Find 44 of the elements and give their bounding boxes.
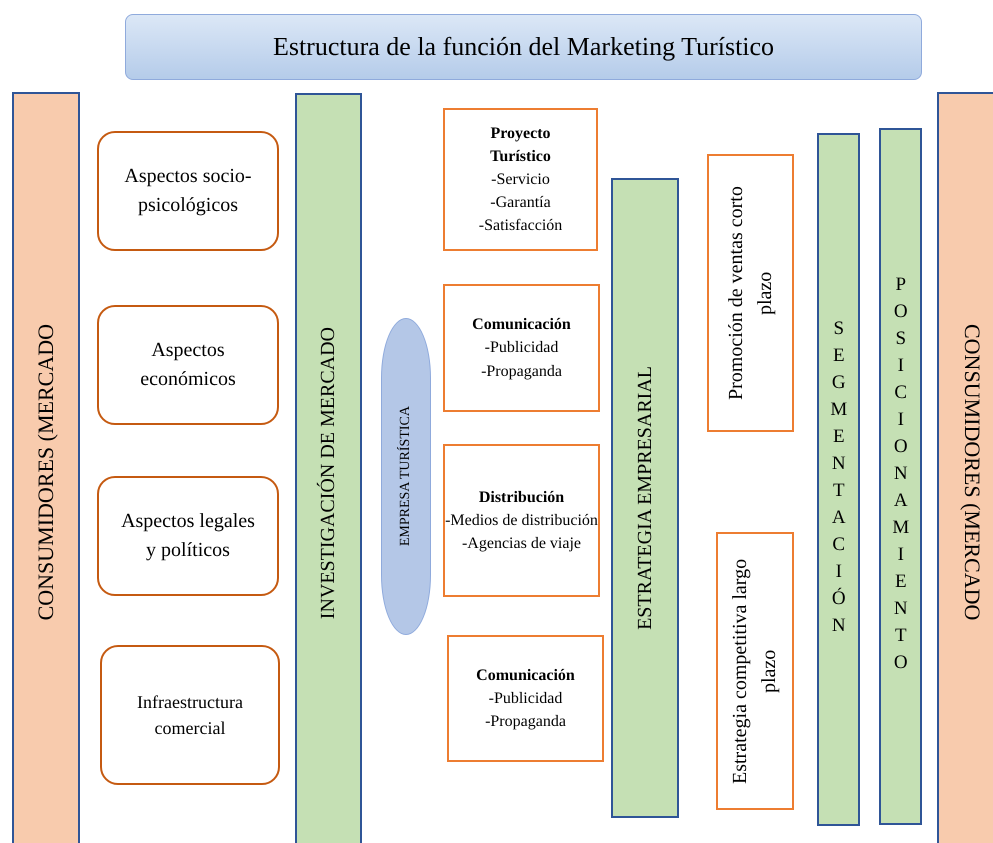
- list-item: -Servicio: [491, 170, 550, 190]
- aspect-box: [97, 476, 279, 596]
- box-label: Aspectos legales y políticos: [120, 509, 256, 563]
- list-item: -Publicidad: [484, 338, 558, 358]
- box-heading: Proyecto Turístico: [489, 124, 552, 167]
- box-heading: Comunicación: [475, 666, 576, 686]
- box-label: Promoción de ventas corto plazo: [724, 185, 776, 402]
- box-label: CONSUMIDORES (MERCADO: [958, 324, 986, 620]
- strategy-column: [817, 133, 860, 826]
- box-heading: Comunicación: [471, 315, 572, 336]
- strategy-column: [295, 93, 362, 843]
- list-item: -Garantía: [490, 193, 551, 214]
- strategy-box: [716, 532, 794, 810]
- list-item: -Propaganda: [481, 362, 562, 382]
- box-label: Estrategia competitiva largo plazo: [728, 557, 781, 786]
- aspect-box: [97, 305, 279, 425]
- component-box: [443, 108, 598, 251]
- list-item: -Publicidad: [488, 688, 562, 709]
- list-item: -Satisfacción: [478, 216, 562, 236]
- box-label: CONSUMIDORES (MERCADO: [32, 324, 60, 620]
- market-column: [12, 92, 80, 843]
- component-box: [443, 444, 600, 597]
- strategy-column: [611, 178, 679, 818]
- box-label: Aspectos económicos: [139, 338, 237, 392]
- strategy-box: [707, 154, 794, 432]
- component-box: [447, 635, 604, 762]
- component-box: [443, 284, 600, 412]
- box-label: POSICIONAMIENTO: [889, 274, 912, 679]
- box-label: INVESTIGACIÓN DE MERCADO: [316, 326, 340, 620]
- box-label: SEGMENTACIÓN: [827, 318, 850, 642]
- box-label: EMPRESA TURÍSTICA: [396, 406, 414, 547]
- box-label: Estructura de la función del Marketing Turístico: [272, 31, 774, 64]
- aspect-box: [97, 131, 279, 251]
- list-item: -Agencias de viaje: [462, 534, 582, 554]
- box-heading: Distribución: [478, 488, 566, 508]
- box-label: ESTRATEGIA EMPRESARIAL: [632, 366, 656, 630]
- box-label: Aspectos socio-psicológicos: [123, 164, 253, 218]
- box-label: Infraestructura comercial: [136, 690, 244, 740]
- title-banner: [125, 14, 922, 80]
- list-item: -Propaganda: [485, 712, 566, 732]
- aspect-box: [100, 645, 280, 785]
- strategy-column: [879, 128, 922, 825]
- list-item: -Medios de distribución: [445, 510, 598, 531]
- market-column: [937, 92, 993, 843]
